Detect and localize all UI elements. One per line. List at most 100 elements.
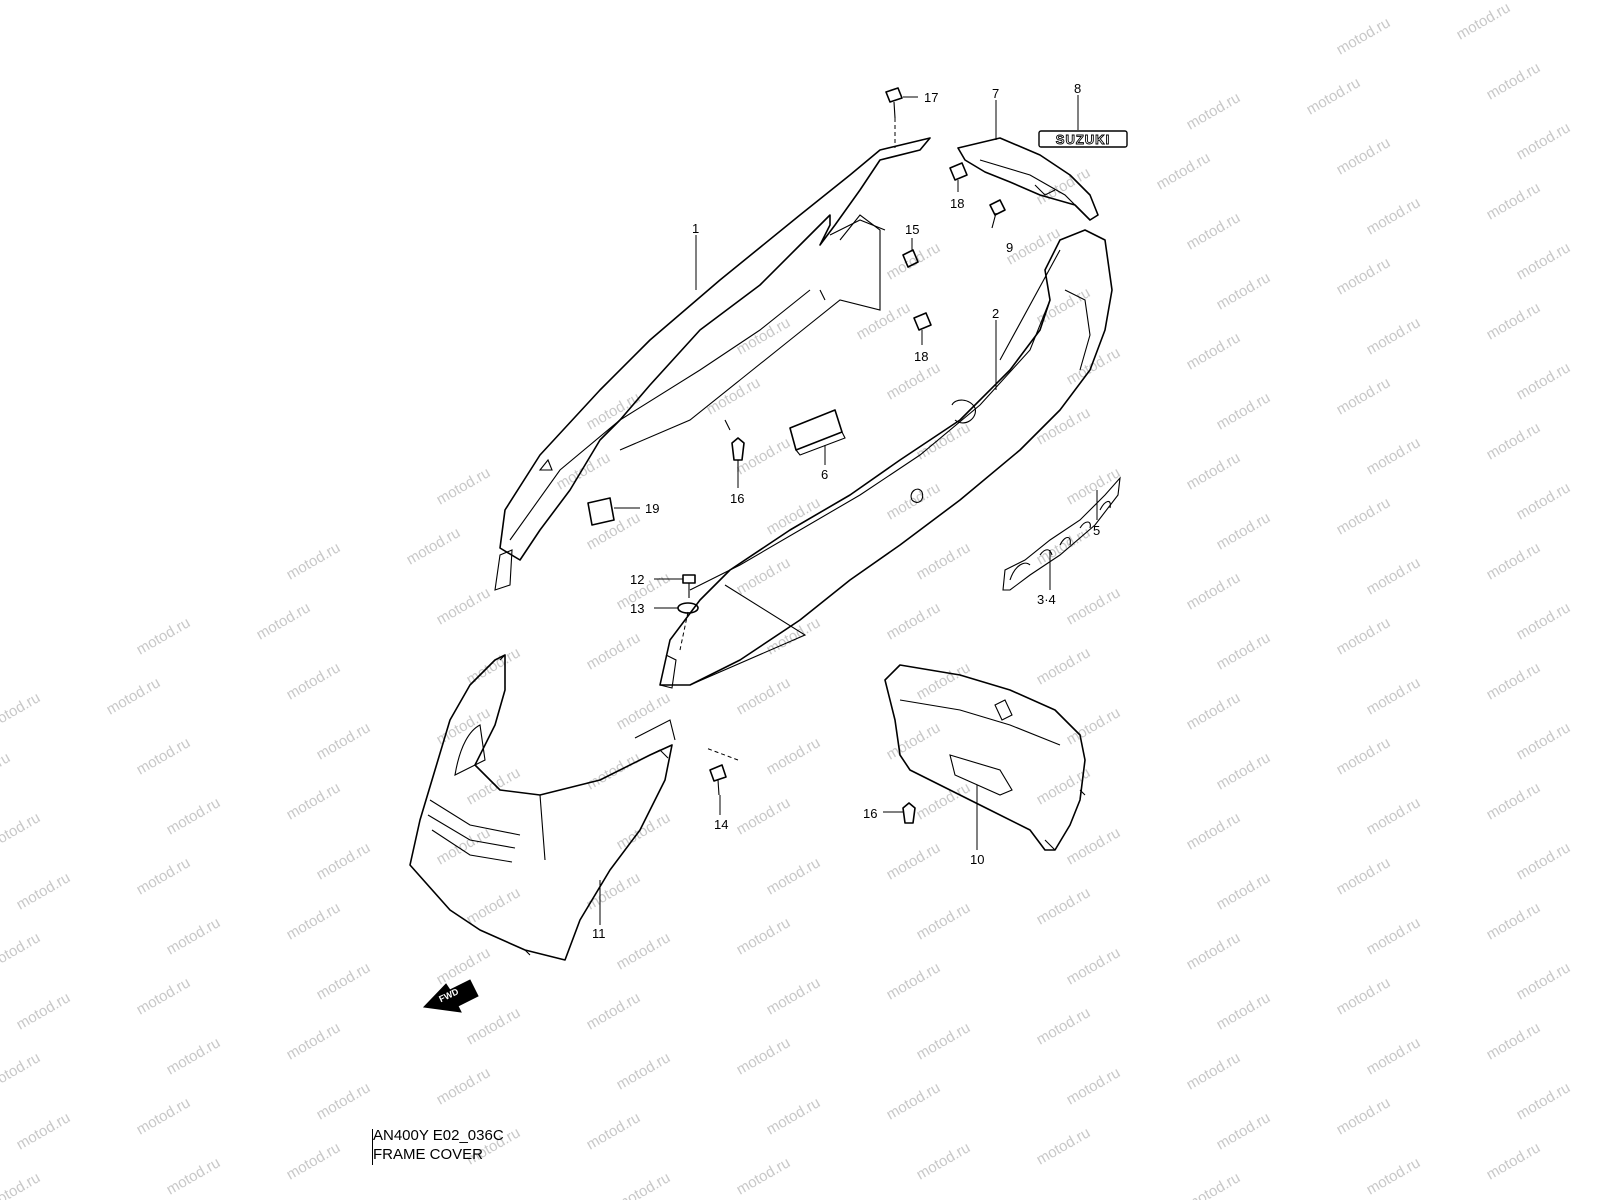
suzuki-emblem-text: SUZUKI <box>1056 132 1110 147</box>
fwd-direction-indicator: FWD <box>422 979 479 1013</box>
watermark-text: motod.ru <box>314 839 374 883</box>
watermark-text: motod.ru <box>884 1079 944 1123</box>
watermark-text: motod.ru <box>1364 914 1424 958</box>
watermark-text: motod.ru <box>1514 119 1574 163</box>
watermark-text: motod.ru <box>1304 74 1364 118</box>
watermark-text: motod.ru <box>1214 629 1274 673</box>
callout-12: 12 <box>630 572 644 587</box>
watermark-text: motod.ru <box>134 614 194 658</box>
part-16-clip-upper <box>731 437 745 472</box>
watermark-text: motod.ru <box>314 719 374 763</box>
watermark-text: motod.ru <box>1184 689 1244 733</box>
watermark-text: motod.ru <box>764 1094 824 1138</box>
watermark-text: motod.ru <box>1214 869 1274 913</box>
watermark-text: motod.ru <box>1484 779 1544 823</box>
watermark-text: motod.ru <box>1514 959 1574 1003</box>
watermark-text: motod.ru <box>614 1169 674 1200</box>
callout-1: 1 <box>692 221 699 236</box>
watermark-text: motod.ru <box>734 794 794 838</box>
watermark-text: motod.ru <box>434 464 494 508</box>
watermark-text: motod.ru <box>464 764 524 808</box>
callout-11: 11 <box>592 926 606 941</box>
watermark-text: motod.ru <box>734 674 794 718</box>
callout-8: 8 <box>1074 81 1081 96</box>
watermark-text: motod.ru <box>284 899 344 943</box>
watermark-text: motod.ru <box>1364 194 1424 238</box>
watermark-text: motod.ru <box>1364 674 1424 718</box>
watermark-text: motod.ru <box>1514 599 1574 643</box>
watermark-text: motod.ru <box>1484 659 1544 703</box>
watermark-text: motod.ru <box>914 1139 974 1183</box>
watermark-text: motod.ru <box>314 959 374 1003</box>
watermark-text: motod.ru <box>164 914 224 958</box>
part-6-plate <box>789 409 846 456</box>
part-12-bolt <box>682 574 696 598</box>
watermark-text: motod.ru <box>614 929 674 973</box>
watermark-text: motod.ru <box>1334 1094 1394 1138</box>
part-1-left-frame-cover <box>494 137 931 591</box>
part-7-rear-center-cover <box>957 137 1099 221</box>
watermark-text: motod.ru <box>104 674 164 718</box>
watermark-text: motod.ru <box>704 374 764 418</box>
watermark-text: motod.ru <box>1484 419 1544 463</box>
watermark-text: motod.ru <box>254 599 314 643</box>
watermark-text: motod.ru <box>1334 254 1394 298</box>
watermark-text: motod.ru <box>884 359 944 403</box>
callout-7: 7 <box>992 86 999 101</box>
watermark-text: motod.ru <box>1214 1109 1274 1153</box>
watermark-text: motod.ru <box>284 659 344 703</box>
watermark-text: motod.ru <box>884 599 944 643</box>
watermark-text: motod.ru <box>1184 569 1244 613</box>
watermark-text: motod.ru <box>1064 464 1124 508</box>
watermark-text: motod.ru <box>314 1079 374 1123</box>
watermark-text: motod.ru <box>14 989 74 1033</box>
watermark-text: motod.ru <box>1514 1079 1574 1123</box>
part-2-right-frame-cover <box>659 229 1113 689</box>
watermark-text: motod.ru <box>1334 14 1394 58</box>
part-15-nut <box>902 249 919 268</box>
diagram-code: AN400Y E02_036C <box>373 1127 504 1144</box>
watermark-text: motod.ru <box>1484 179 1544 223</box>
watermark-text: motod.ru <box>1034 644 1094 688</box>
watermark-text: motod.ru <box>1064 824 1124 868</box>
watermark-text: motod.ru <box>554 449 614 493</box>
watermark-text: motod.ru <box>914 419 974 463</box>
watermark-text: motod.ru <box>1064 704 1124 748</box>
part-11-front-lower-cover <box>409 654 676 961</box>
watermark-text: motod.ru <box>464 884 524 928</box>
part-10-rear-lower-cover <box>884 664 1086 851</box>
callout-14: 14 <box>714 817 728 832</box>
watermark-text: motod.ru <box>284 539 344 583</box>
watermark-text: motod.ru <box>1184 809 1244 853</box>
watermark-text: motod.ru <box>884 719 944 763</box>
watermark-text: motod.ru <box>1064 344 1124 388</box>
callout-numbers: 1 2 3·4 5 6 7 8 9 10 11 12 13 14 15 16 1… <box>592 81 1100 941</box>
watermark-text: motod.ru <box>1064 584 1124 628</box>
watermark-text: motod.ru <box>1184 1169 1244 1200</box>
watermark-text: motod.ru <box>1514 239 1574 283</box>
watermark-text: motod.ru <box>404 524 464 568</box>
watermark-text: motod.ru <box>1334 134 1394 178</box>
watermark-text: motod.ru <box>614 689 674 733</box>
callout-16-lower: 16 <box>863 806 877 821</box>
watermark-text: motod.ru <box>884 959 944 1003</box>
watermark-text: motod.ru <box>734 1154 794 1198</box>
watermark-text: motod.ru <box>284 1019 344 1063</box>
watermark-text: motod.ru <box>1034 1124 1094 1168</box>
watermark-text: motod.ru <box>1364 314 1424 358</box>
leader-lines <box>599 95 1098 925</box>
watermark-text: motod.ru <box>1484 899 1544 943</box>
callout-13: 13 <box>630 601 644 616</box>
watermark-text: motod.ru <box>1184 449 1244 493</box>
watermark-text: motod.ru <box>434 824 494 868</box>
watermark-text: motod.ru <box>1154 149 1214 193</box>
watermark-text: motod.ru <box>1334 614 1394 658</box>
caption-bar <box>372 1129 373 1165</box>
watermark-text: motod.ru <box>1214 389 1274 433</box>
watermark-text: motod.ru <box>914 1019 974 1063</box>
watermark-text: motod.ru <box>1484 59 1544 103</box>
callout-6: 6 <box>821 467 828 482</box>
part-9-screw <box>989 199 1006 229</box>
watermark-text: motod.ru <box>1514 839 1574 883</box>
